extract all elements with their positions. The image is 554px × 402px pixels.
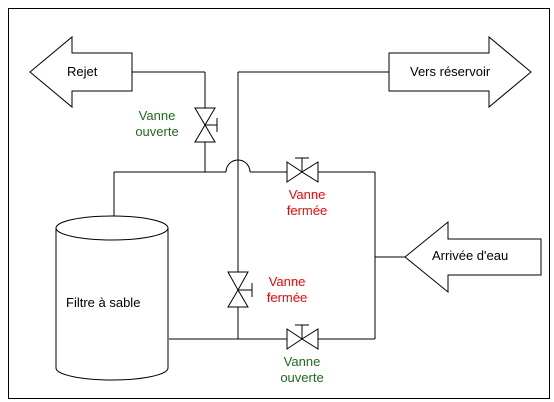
to-tank-arrow: [388, 35, 532, 109]
water-inlet-label: Arrivée d'eau: [432, 248, 509, 263]
valve-top-reject-line1: Vanne: [138, 108, 176, 123]
sand-filter-tank: [55, 215, 169, 381]
valve-top-reject-label: Vanne ouverte: [122, 108, 192, 140]
valve-bottom-line2: ouverte: [280, 370, 324, 385]
valve-top-right: [286, 157, 319, 183]
valve-middle-vertical-line2: fermée: [266, 290, 308, 305]
valve-top-right-line1: Vanne: [288, 187, 326, 202]
valve-top-right-line2: fermée: [286, 203, 328, 218]
valve-top-right-label: Vanne fermée: [272, 187, 342, 219]
valve-top-reject-line2: ouverte: [135, 124, 179, 139]
valve-top-reject: [194, 107, 218, 143]
to-tank-label: Vers réservoir: [410, 64, 491, 79]
valve-bottom-line1: Vanne: [283, 354, 321, 369]
valve-middle-vertical: [227, 271, 253, 308]
reject-label: Rejet: [67, 64, 98, 79]
water-inlet-arrow: [404, 220, 542, 294]
pipes: [113, 71, 405, 340]
diagram-frame: [8, 8, 550, 399]
valve-bottom: [286, 324, 319, 350]
valve-middle-vertical-line1: Vanne: [268, 274, 306, 289]
valve-bottom-label: Vanne ouverte: [267, 354, 337, 386]
tank-label: Filtre à sable: [66, 295, 141, 310]
valve-middle-vertical-label: Vanne fermée: [252, 274, 322, 306]
